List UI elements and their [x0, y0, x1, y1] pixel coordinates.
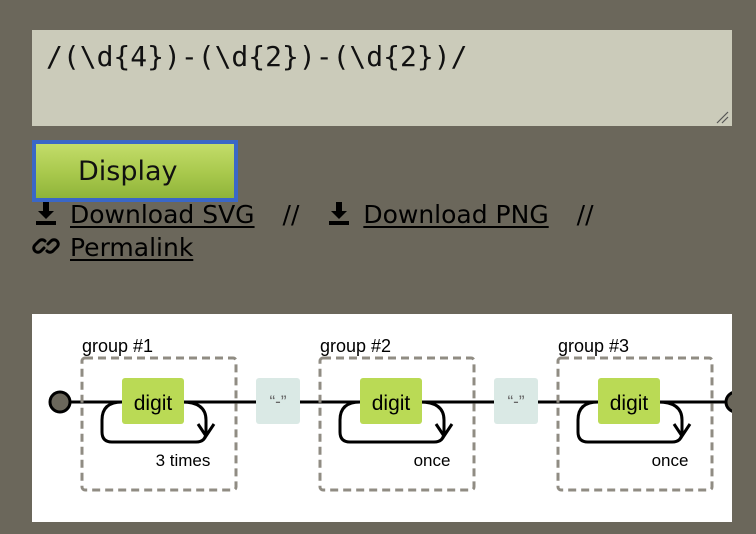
capture-group-1: group #1 digit 3 times	[80, 336, 238, 492]
repeat-label: 3 times	[156, 451, 211, 470]
capture-group-2: group #2 digit once	[318, 336, 476, 492]
railroad-diagram-svg: group #1 digit 3 times “-” group #2 digi…	[48, 336, 732, 492]
regex-input[interactable]: /(\d{4})-(\d{2})-(\d{2})/	[32, 30, 732, 126]
link-separator: //	[576, 200, 594, 229]
resize-grip-icon[interactable]	[713, 108, 729, 124]
node-label: digit	[134, 392, 173, 415]
group-label: group #3	[558, 336, 629, 356]
permalink-link[interactable]: Permalink	[70, 233, 194, 262]
railroad-diagram: group #1 digit 3 times “-” group #2 digi…	[32, 314, 732, 522]
digit-node	[122, 378, 184, 424]
download-png-link[interactable]: Download PNG	[363, 200, 549, 229]
end-terminal	[724, 391, 732, 413]
node-label: digit	[610, 392, 649, 415]
download-svg-link[interactable]: Download SVG	[70, 200, 255, 229]
link-separator: //	[282, 200, 300, 229]
display-button[interactable]: Display	[32, 140, 238, 202]
literal-label: “-”	[508, 392, 525, 411]
digit-node	[598, 378, 660, 424]
action-links: Download SVG // Download PNG // Permalin…	[32, 198, 732, 264]
link-icon	[32, 232, 60, 260]
literal-label: “-”	[270, 392, 287, 411]
group-label: group #1	[82, 336, 153, 356]
repeat-label: once	[652, 451, 689, 470]
literal-hyphen-2: “-”	[494, 378, 538, 424]
literal-hyphen-1: “-”	[256, 378, 300, 424]
download-icon	[325, 199, 353, 227]
start-terminal	[48, 390, 72, 414]
capture-group-3: group #3 digit once	[556, 336, 714, 492]
download-icon	[32, 199, 60, 227]
repeat-label: once	[414, 451, 451, 470]
digit-node	[360, 378, 422, 424]
node-label: digit	[372, 392, 411, 415]
group-label: group #2	[320, 336, 391, 356]
